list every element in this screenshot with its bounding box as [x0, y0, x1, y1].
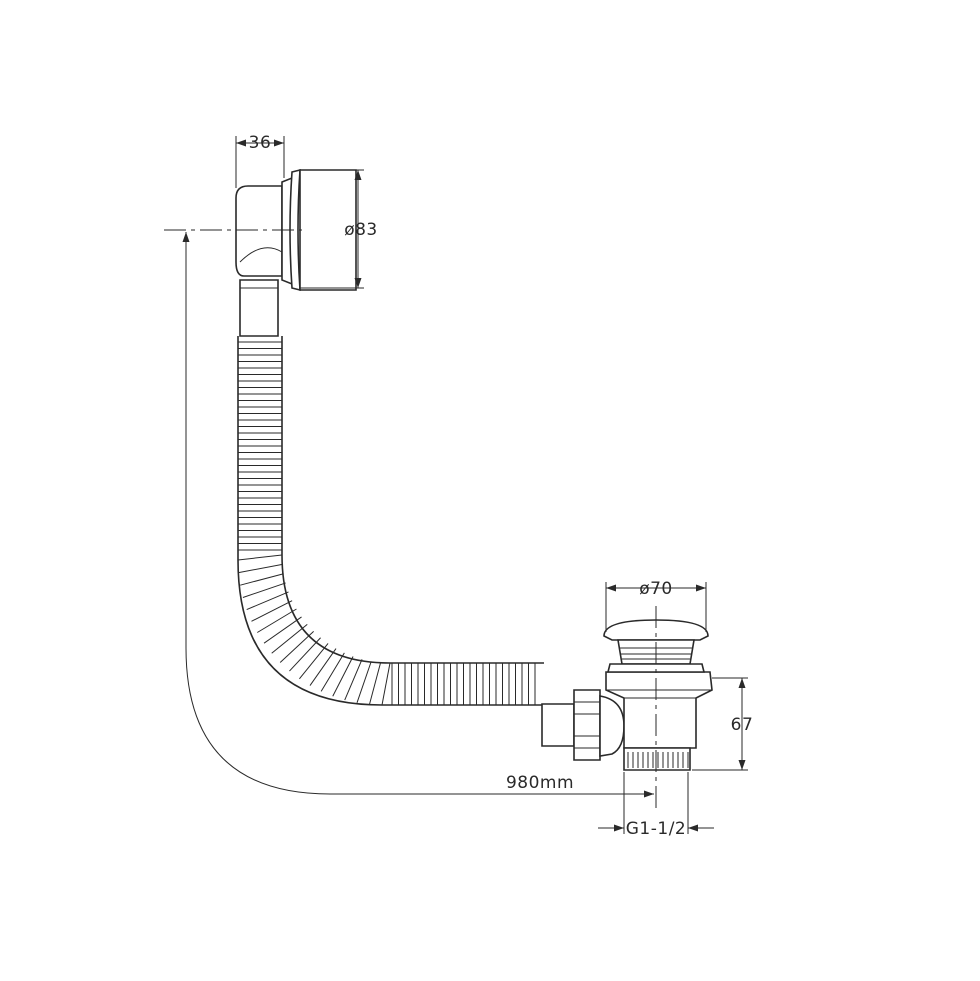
- overflow-assembly: [164, 168, 357, 337]
- hose-rib: [263, 616, 302, 644]
- dimension-label-980mm: 980mm: [506, 773, 574, 793]
- hose-rib: [240, 573, 284, 586]
- hose-rib: [309, 648, 337, 686]
- hose-rib: [271, 624, 308, 654]
- hose-rib: [257, 608, 297, 633]
- hose-rib: [344, 659, 363, 701]
- hose-rib: [238, 563, 283, 574]
- hose-rib: [279, 631, 314, 663]
- hose-rib: [299, 643, 329, 680]
- hose-rib: [320, 652, 345, 692]
- dimension-overflow-depth: 36: [235, 133, 285, 188]
- dimension-thread: G1-1/2: [598, 772, 714, 839]
- dimension-label-36: 36: [249, 133, 272, 153]
- dimension-label-diameter-83: ø83: [344, 220, 378, 240]
- hose-rib: [356, 661, 372, 703]
- dimension-label-thread: G1-1/2: [626, 819, 686, 839]
- hose-rib: [289, 637, 321, 672]
- dimension-waste-height: 67: [692, 677, 754, 771]
- hose-rib: [237, 554, 283, 561]
- dimension-label-diameter-70: ø70: [639, 579, 673, 599]
- hose-rib: [368, 662, 382, 705]
- corrugated-hose: [237, 336, 544, 706]
- hose-rib: [251, 600, 293, 622]
- dimension-cable-length: 980mm: [182, 232, 654, 798]
- hose-rib: [381, 662, 391, 706]
- hose-rib: [332, 656, 354, 697]
- dimension-label-67: 67: [731, 715, 754, 735]
